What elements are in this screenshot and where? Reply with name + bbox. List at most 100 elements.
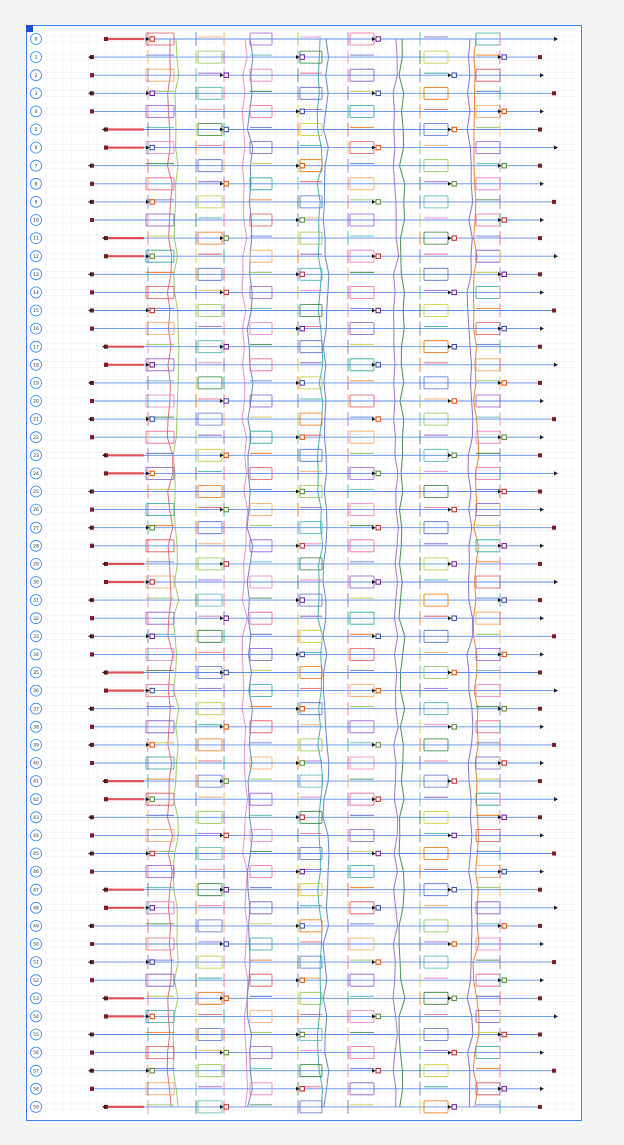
- gate-box: [375, 633, 381, 639]
- gate-box: [375, 199, 381, 205]
- gate-box: [375, 36, 381, 42]
- wire-bundle: [299, 1100, 323, 1114]
- row-label: 6: [35, 145, 38, 151]
- gate-arrow: [220, 290, 224, 295]
- row-label-circle: [30, 123, 42, 136]
- row-42: 42: [30, 792, 558, 807]
- row-label: 21: [33, 417, 39, 423]
- wire-bundle: [197, 629, 223, 643]
- row-label: 49: [33, 924, 39, 930]
- arrow-marker: [88, 851, 92, 856]
- wire-bundle: [197, 847, 223, 860]
- wire-bundle: [349, 105, 375, 118]
- gate-box: [451, 1104, 457, 1110]
- wire-bundle: [423, 304, 449, 317]
- arrow-marker: [540, 941, 544, 947]
- gate-box: [149, 525, 155, 531]
- row-label-circle: [30, 376, 42, 389]
- row-label: 46: [33, 869, 39, 875]
- endpoint-node: [552, 851, 556, 856]
- arrow-marker: [88, 272, 92, 277]
- arrow-marker: [88, 54, 92, 60]
- wire-bundle: [145, 720, 175, 734]
- row-label: 57: [33, 1068, 39, 1074]
- row-26: 26: [30, 502, 544, 517]
- arrow-marker: [102, 561, 106, 567]
- endpoint-node: [104, 797, 108, 802]
- wire-bundle: [197, 50, 223, 64]
- row-52: 52: [30, 973, 544, 988]
- wire-bundle: [299, 86, 323, 100]
- wire-bundle: [145, 322, 175, 336]
- wire-bundle: [299, 195, 323, 209]
- endpoint-node: [104, 580, 108, 584]
- wire-bundle: [349, 177, 375, 191]
- wire-bundle: [299, 847, 323, 860]
- wire-bundle: [249, 829, 273, 842]
- arrow-marker: [540, 652, 544, 657]
- arrow-marker: [102, 670, 106, 675]
- gate-box: [149, 307, 155, 314]
- gate-box: [149, 633, 155, 639]
- row-50: 50: [30, 937, 544, 951]
- wire-bundle: [197, 810, 223, 824]
- gate-arrow: [498, 652, 502, 657]
- gate-arrow: [448, 942, 452, 946]
- row-label-circle: [30, 992, 42, 1005]
- gate-box: [451, 887, 457, 893]
- row-38: 38: [30, 719, 544, 734]
- row-label-circle: [30, 901, 42, 914]
- wire-bundle: [197, 159, 223, 173]
- gate-arrow: [448, 779, 452, 784]
- wire-bundle: [197, 86, 223, 100]
- gate-arrow: [146, 1068, 150, 1073]
- gate-box: [223, 778, 229, 784]
- wire-bundle: [197, 1028, 223, 1041]
- gate-box: [149, 850, 155, 857]
- row-4: 4: [30, 104, 544, 119]
- gate-box: [451, 72, 457, 78]
- gate-box: [149, 416, 155, 422]
- row-label-circle: [30, 69, 42, 82]
- row-36: 36: [30, 683, 558, 698]
- row-32: 32: [30, 611, 544, 626]
- gate-arrow: [296, 652, 300, 657]
- gate-arrow: [146, 417, 150, 422]
- row-30: 30: [30, 575, 558, 589]
- arrow-marker: [540, 760, 544, 766]
- row-label-circle: [30, 485, 42, 498]
- gate-arrow: [146, 37, 150, 41]
- row-label: 22: [33, 435, 39, 441]
- gate-box: [451, 452, 457, 459]
- arrow-marker: [554, 362, 558, 367]
- row-17: 17: [30, 339, 542, 354]
- gate-arrow: [448, 236, 452, 241]
- gate-arrow: [220, 73, 224, 78]
- row-40: 40: [30, 756, 544, 770]
- wire-bundle: [197, 485, 223, 498]
- gate-box: [299, 325, 305, 332]
- endpoint-node: [538, 380, 542, 385]
- endpoint-node: [538, 779, 542, 784]
- endpoint-node: [90, 616, 94, 621]
- wire-bundle: [299, 738, 323, 752]
- arrow-marker: [102, 887, 106, 892]
- gate-box: [375, 905, 381, 911]
- row-47: 47: [30, 882, 542, 897]
- wire-bundle: [299, 448, 323, 462]
- endpoint-node: [104, 362, 108, 367]
- row-label-circle: [30, 829, 42, 842]
- wire-bundle: [349, 322, 375, 336]
- row-label-circle: [30, 1010, 42, 1023]
- gate-box: [375, 1068, 381, 1074]
- row-0: 0: [30, 32, 558, 46]
- endpoint-node: [90, 399, 94, 403]
- arrow-marker: [88, 416, 92, 422]
- endpoint-node: [538, 887, 542, 892]
- gate-box: [375, 1013, 381, 1020]
- arrow-marker: [540, 73, 544, 78]
- gate-box: [501, 488, 507, 495]
- wire-bundle: [423, 738, 449, 752]
- row-label: 39: [33, 743, 39, 749]
- wire-bundle: [249, 611, 273, 625]
